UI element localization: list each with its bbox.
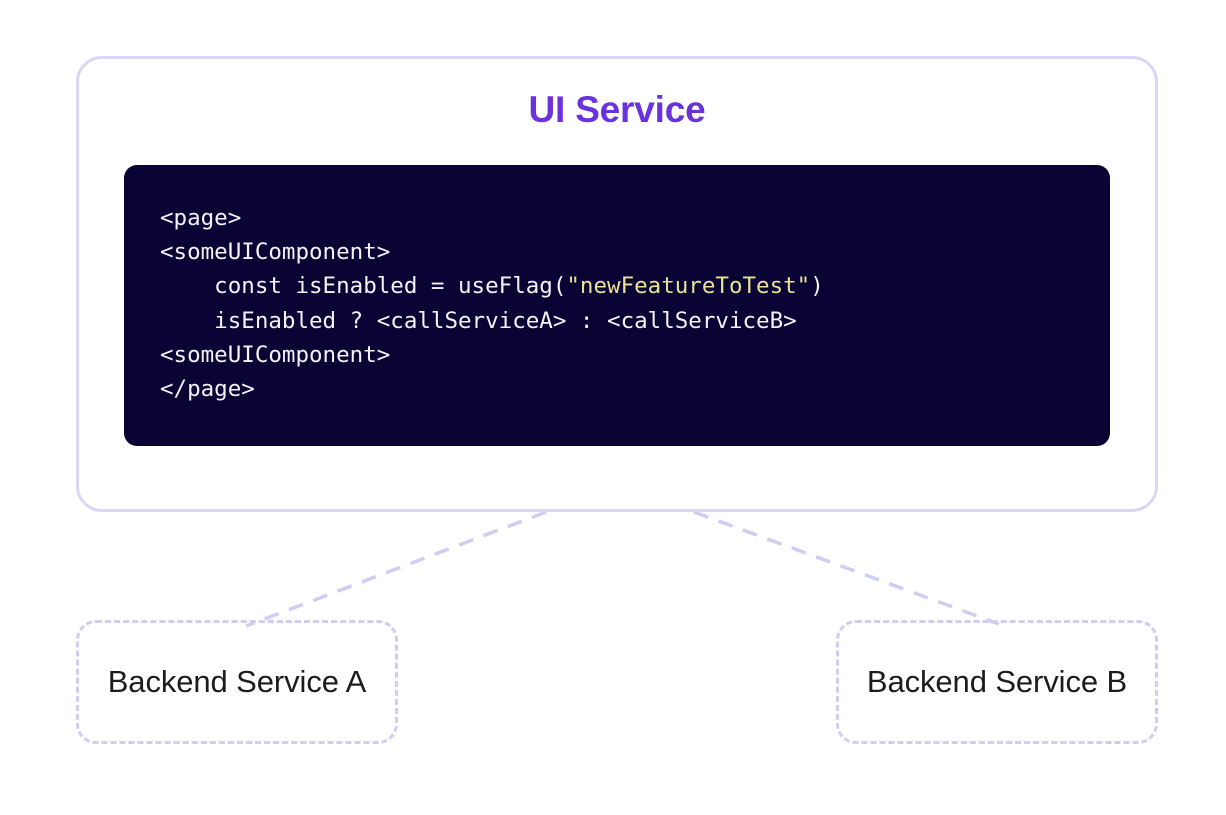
ui-service-title: UI Service — [528, 89, 706, 130]
ui-service-card: UI Service <page> <someUIComponent> cons… — [76, 56, 1158, 512]
backend-service-a-box: Backend Service A — [76, 620, 398, 744]
connector-ui-to-backend-b — [693, 510, 1000, 626]
backend-service-b-label: Backend Service B — [866, 664, 1128, 699]
code-string-literal: "newFeatureToTest" — [566, 273, 811, 300]
connector-ui-to-backend-a — [245, 510, 547, 628]
code-content: <page> <someUIComponent> const isEnabled… — [160, 205, 824, 403]
backend-service-b-box: Backend Service B — [836, 620, 1158, 744]
backend-service-a-label: Backend Service A — [107, 664, 367, 699]
code-block: <page> <someUIComponent> const isEnabled… — [124, 165, 1110, 446]
